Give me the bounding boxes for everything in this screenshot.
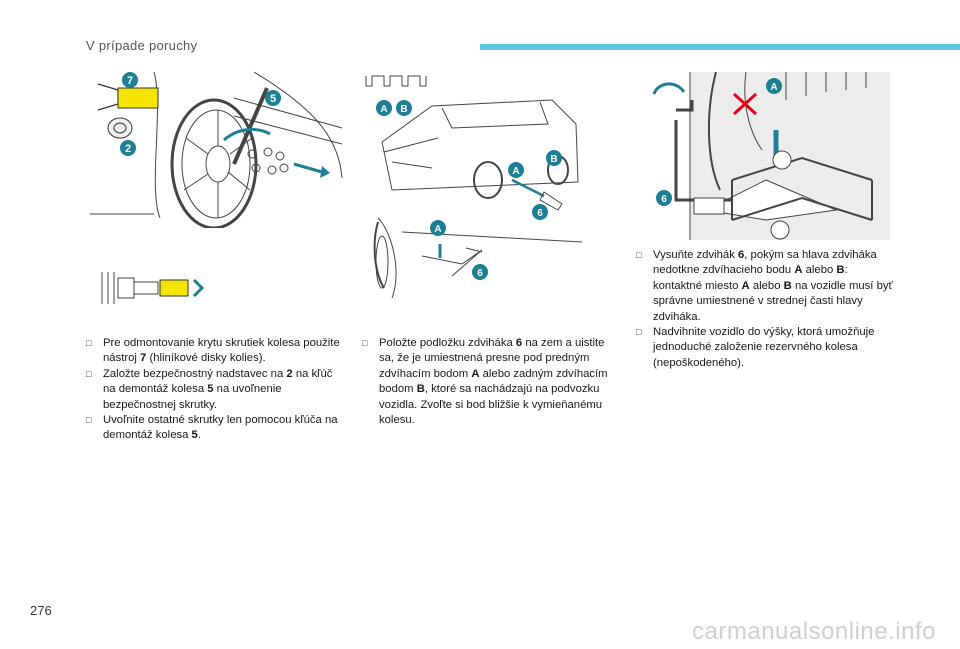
header-accent-bar (480, 44, 960, 50)
instruction-text: : kontaktné miesto (653, 264, 848, 292)
reference-number: 2 (286, 367, 293, 380)
instructions-column-2: Položte podložku zdviháka 6 na zem a uis… (362, 336, 618, 428)
reference-number: A (471, 367, 480, 380)
instruction-item: Položte podložku zdviháka 6 na zem a uis… (362, 336, 618, 428)
callout-2: 2 (120, 140, 136, 156)
instruction-text: , pokým sa hlava zdviháka nedotkne zdvíh… (653, 249, 877, 277)
callout-a-jack-detail: A (766, 78, 782, 94)
instruction-text: alebo (802, 264, 837, 277)
instruction-list: Pre odmontovanie krytu skrutiek kolesa p… (86, 336, 344, 444)
reference-number: B (416, 383, 425, 396)
instruction-text: Položte podložku zdviháka (379, 337, 516, 349)
callout-5: 5 (265, 90, 281, 106)
instruction-text: Vysuňte zdvihák (653, 249, 738, 261)
instruction-text: na vozidle musí byť správne umiestnené v… (653, 279, 893, 323)
reference-number: 5 (207, 383, 214, 396)
instruction-item: Uvoľnite ostatné skrutky len pomocou kľú… (86, 413, 344, 444)
svg-text:5: 5 (270, 93, 276, 105)
svg-text:6: 6 (537, 208, 543, 219)
svg-text:A: A (770, 82, 777, 93)
jack-detail-illustration: A 6 (652, 71, 890, 240)
instruction-text: Pre odmontovanie krytu skrutiek kolesa p… (103, 337, 340, 365)
instruction-text: . (197, 429, 201, 442)
instructions-column-3: Vysuňte zdvihák 6, pokým sa hlava zdvihá… (636, 248, 896, 371)
svg-text:B: B (550, 154, 557, 165)
callout-b-rear: B (546, 150, 562, 166)
callout-b-top: B (396, 100, 412, 116)
svg-text:B: B (400, 104, 407, 115)
not-here-cross-icon (732, 92, 758, 116)
callout-a-jack: A (430, 220, 446, 236)
reference-number: B (836, 264, 845, 277)
instruction-item: Založte bezpečnostný nadstavec na 2 na k… (86, 367, 344, 413)
instruction-text: Založte bezpečnostný nadstavec na (103, 367, 287, 380)
svg-text:A: A (512, 166, 519, 177)
instruction-item: Nadvihnite vozidlo do výšky, ktorá umožň… (636, 325, 896, 371)
instruction-item: Vysuňte zdvihák 6, pokým sa hlava zdvihá… (636, 248, 896, 325)
callout-a-front: A (508, 162, 524, 178)
watermark: carmanualsonline.info (692, 618, 936, 645)
reference-number: A (741, 279, 750, 292)
svg-text:7: 7 (127, 75, 133, 87)
adapter-on-wrench-illustration (101, 272, 205, 304)
instruction-text: (hliníkové disky kolies). (146, 352, 266, 365)
svg-text:6: 6 (661, 194, 667, 205)
reference-number: B (783, 279, 792, 292)
instruction-text: na zem a uistite sa, že je umiestnená pr… (379, 337, 605, 380)
svg-text:A: A (380, 104, 387, 115)
instruction-text: Nadvihnite vozidlo do výšky, ktorá umožň… (653, 326, 875, 369)
security-bolt-adapter-icon (107, 117, 133, 139)
instruction-list: Vysuňte zdvihák 6, pokým sa hlava zdvihá… (636, 248, 896, 371)
instruction-text: alebo (749, 279, 784, 292)
svg-text:2: 2 (125, 143, 131, 155)
instruction-item: Pre odmontovanie krytu skrutiek kolesa p… (86, 336, 344, 367)
reference-number: 7 (140, 352, 147, 365)
reference-number: 6 (737, 249, 745, 261)
instruction-text: alebo zadným zdvíhacím bodom (379, 367, 608, 396)
callout-a-top: A (376, 100, 392, 116)
reference-number: 5 (191, 429, 198, 442)
callout-6-jack-detail: 6 (656, 190, 672, 206)
callout-6-jack: 6 (472, 264, 488, 280)
instruction-text: Uvoľnite ostatné skrutky len pomocou kľú… (103, 414, 338, 442)
reference-number: A (794, 264, 803, 277)
instruction-text: na uvoľnenie bezpečnostnej skrutky. (103, 383, 282, 411)
svg-text:A: A (434, 224, 441, 235)
svg-text:6: 6 (477, 268, 483, 279)
callout-7: 7 (122, 72, 138, 88)
car-jack-points-illustration: A B B A 6 A 6 (365, 75, 583, 299)
instruction-text: na kľúč na demontáž kolesa (103, 367, 333, 396)
reference-number: 6 (515, 337, 523, 349)
instruction-list: Položte podložku zdviháka 6 na zem a uis… (362, 336, 618, 428)
hubcap-tool-icon (97, 83, 159, 111)
page-number: 276 (30, 603, 52, 618)
callout-6-car: 6 (532, 204, 548, 220)
instruction-text: , ktoré sa nachádzajú na podvozku vozidl… (379, 383, 603, 427)
wheel-removal-illustration: 7 5 2 (90, 71, 343, 228)
section-title: V prípade poruchy (86, 38, 198, 53)
instructions-column-1: Pre odmontovanie krytu skrutiek kolesa p… (86, 336, 344, 444)
